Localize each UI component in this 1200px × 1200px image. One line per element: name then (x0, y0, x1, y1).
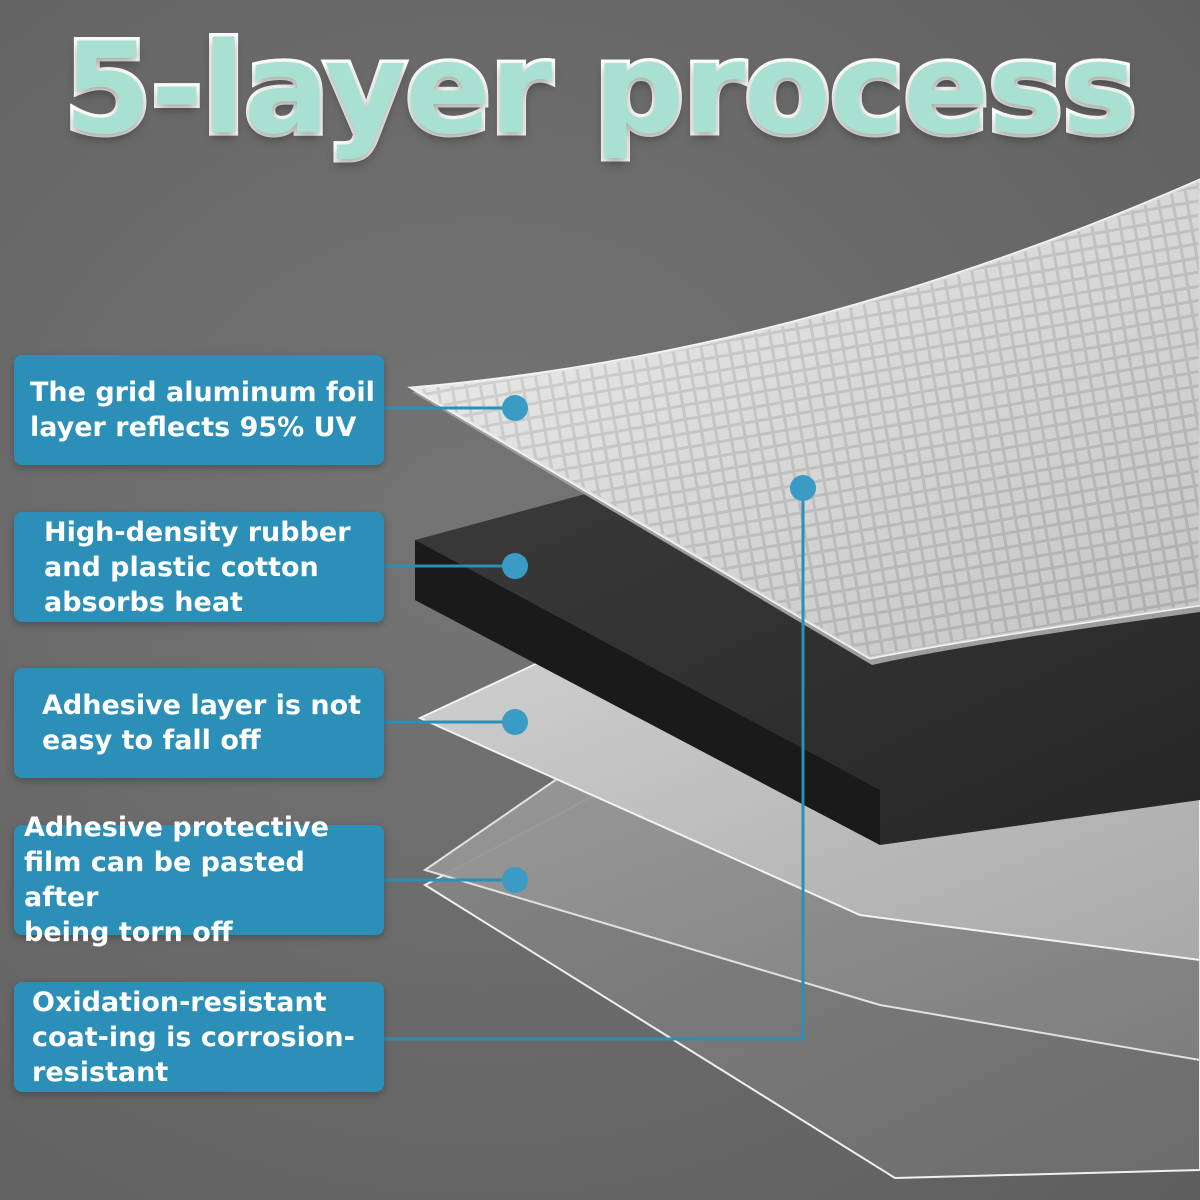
dot-adhesive (502, 709, 528, 735)
page-title: 5-layer process (61, 12, 1141, 166)
layer-rubber-edge (415, 540, 880, 845)
layer-foil-shade (412, 180, 1200, 658)
label-film: Adhesive protective film can be pasted a… (14, 812, 384, 948)
dot-coating (790, 475, 816, 501)
connector-coating (384, 488, 805, 1041)
label-coating: Oxidation-resistant coat-ing is corrosio… (14, 982, 384, 1092)
label-foil: The grid aluminum foil layer reflects 95… (14, 355, 384, 465)
connector-dots (502, 395, 816, 893)
dot-film (502, 867, 528, 893)
dot-rubber (502, 553, 528, 579)
label-adhesive: Adhesive layer is not easy to fall off (14, 668, 384, 778)
connector-lines (384, 406, 805, 1041)
dot-foil (502, 395, 528, 421)
label-rubber: High-density rubber and plastic cotton a… (14, 512, 384, 622)
